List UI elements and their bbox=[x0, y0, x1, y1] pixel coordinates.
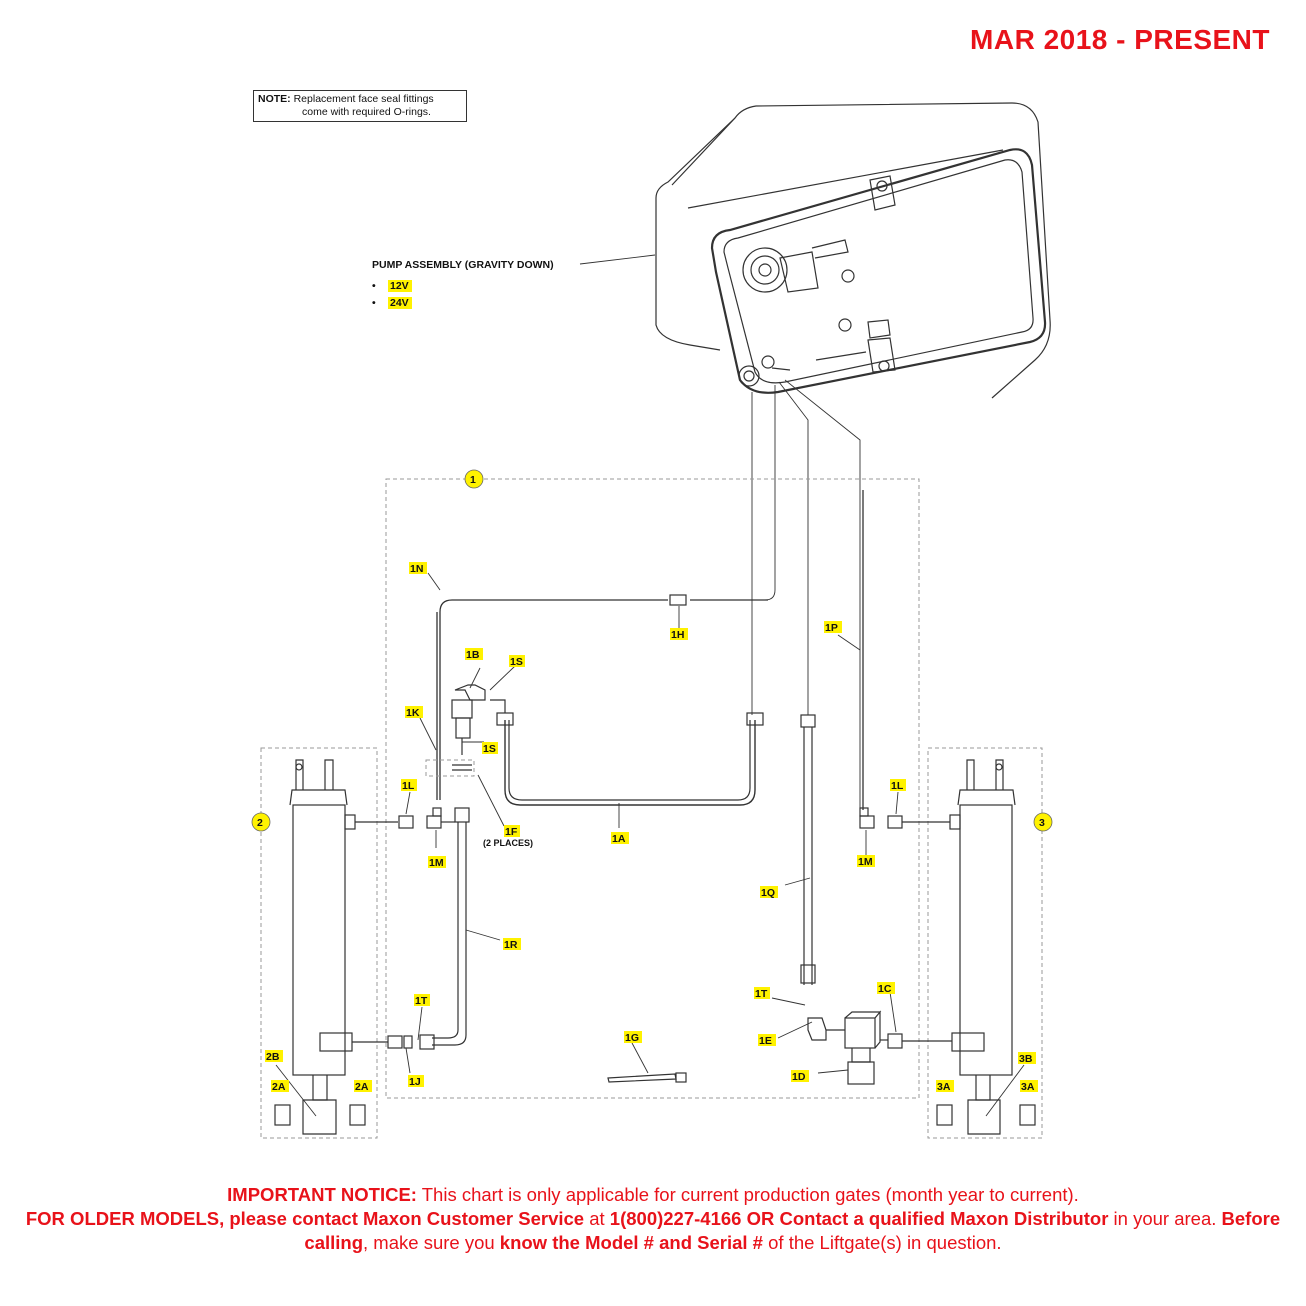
svg-text:2A: 2A bbox=[355, 1081, 369, 1093]
svg-text:24V: 24V bbox=[390, 297, 409, 309]
svg-text:1T: 1T bbox=[755, 988, 768, 1000]
svg-text:2B: 2B bbox=[266, 1051, 280, 1063]
svg-text:1J: 1J bbox=[409, 1076, 421, 1088]
date-range-banner: MAR 2018 - PRESENT bbox=[970, 24, 1270, 55]
svg-text:1: 1 bbox=[470, 474, 476, 486]
svg-text:1F: 1F bbox=[505, 826, 518, 838]
callout-1L-right: 1L bbox=[890, 779, 906, 792]
svg-text:3B: 3B bbox=[1019, 1053, 1033, 1065]
svg-text:2A: 2A bbox=[272, 1081, 286, 1093]
kit-1-circle: 1 bbox=[464, 469, 484, 489]
svg-text:1N: 1N bbox=[410, 563, 423, 575]
callout-1M-right: 1M bbox=[857, 855, 875, 868]
notice-know-model: know the Model # and Serial # bbox=[499, 1232, 763, 1253]
callout-1L-left: 1L bbox=[401, 779, 417, 792]
callout-1B: 1B bbox=[465, 648, 483, 661]
callout-1A: 1A bbox=[611, 832, 629, 845]
notice-lead: IMPORTANT NOTICE: bbox=[227, 1184, 417, 1205]
kit-3-boundary bbox=[927, 747, 1043, 1139]
note-prefix: NOTE: bbox=[258, 93, 291, 105]
notice-text1: This chart is only applicable for curren… bbox=[416, 1184, 1079, 1205]
svg-text:2: 2 bbox=[257, 817, 263, 829]
callout-1J: 1J bbox=[408, 1075, 424, 1088]
svg-text:1E: 1E bbox=[759, 1035, 772, 1047]
callout-labels: 1N 1H 1P 1B 1S 1K 1S 1L 1F (2 PLACES) 1A… bbox=[251, 259, 1053, 1093]
svg-text:1H: 1H bbox=[671, 629, 684, 641]
notice-area: in your area. bbox=[1108, 1208, 1222, 1229]
pump-assembly-label: PUMP ASSEMBLY (GRAVITY DOWN) bbox=[372, 259, 554, 271]
callout-1F-note: (2 PLACES) bbox=[483, 838, 533, 848]
note-line2: come with required O-rings. bbox=[302, 106, 431, 118]
svg-text:1Q: 1Q bbox=[761, 887, 775, 899]
svg-text:3A: 3A bbox=[1021, 1081, 1035, 1093]
callout-2A-right: 2A bbox=[354, 1080, 372, 1093]
notice-before-calling: Before calling bbox=[304, 1208, 1281, 1253]
svg-text:12V: 12V bbox=[390, 280, 409, 292]
callout-1N: 1N bbox=[409, 562, 427, 575]
right-cylinder bbox=[936, 759, 1036, 1135]
left-cylinder bbox=[274, 759, 366, 1135]
svg-text:1S: 1S bbox=[510, 656, 523, 668]
callout-1T-left: 1T bbox=[414, 994, 430, 1007]
svg-text:1G: 1G bbox=[625, 1032, 639, 1044]
callout-3B: 3B bbox=[1018, 1052, 1036, 1065]
svg-text:1M: 1M bbox=[858, 856, 873, 868]
callout-2B: 2B bbox=[265, 1050, 283, 1063]
kit-2-boundary bbox=[260, 747, 378, 1139]
svg-text:1A: 1A bbox=[612, 833, 626, 845]
callout-1D: 1D bbox=[791, 1070, 809, 1083]
callout-1H: 1H bbox=[670, 628, 688, 641]
svg-text:1M: 1M bbox=[429, 857, 444, 869]
notice-older-models: FOR OLDER MODELS, please contact Maxon C… bbox=[25, 1208, 585, 1229]
callout-1G: 1G bbox=[624, 1031, 642, 1044]
svg-text:1C: 1C bbox=[878, 983, 892, 995]
callout-1P: 1P bbox=[824, 621, 842, 634]
callout-1K: 1K bbox=[405, 706, 423, 719]
notice-make-sure: , make sure you bbox=[363, 1232, 500, 1253]
svg-text:1D: 1D bbox=[792, 1071, 806, 1083]
callout-1S-top: 1S bbox=[509, 655, 525, 668]
callout-3A-right: 3A bbox=[1020, 1080, 1038, 1093]
kit-1-boundary bbox=[385, 478, 920, 1099]
pump-option-12v: 12V bbox=[388, 280, 412, 292]
notice-phone: 1(800)227-4166 OR Contact a qualified Ma… bbox=[609, 1208, 1109, 1229]
callout-1M-left: 1M bbox=[428, 856, 446, 869]
svg-text:1L: 1L bbox=[402, 780, 415, 792]
callout-2A-left: 2A bbox=[271, 1080, 289, 1093]
callout-1S-mid: 1S bbox=[482, 742, 498, 755]
important-notice: IMPORTANT NOTICE: This chart is only app… bbox=[0, 1183, 1306, 1255]
note-line1: Replacement face seal fittings bbox=[293, 93, 434, 105]
svg-text:1T: 1T bbox=[415, 995, 428, 1007]
svg-text:1P: 1P bbox=[825, 622, 838, 634]
svg-text:1K: 1K bbox=[406, 707, 420, 719]
callout-1E: 1E bbox=[758, 1034, 776, 1047]
svg-text:1B: 1B bbox=[466, 649, 480, 661]
callout-1T-right: 1T bbox=[754, 987, 770, 1000]
kit-3-circle: 3 bbox=[1033, 812, 1053, 832]
svg-text:1S: 1S bbox=[483, 743, 496, 755]
pump-option-24v: 24V bbox=[388, 297, 412, 309]
note-box: NOTE: Replacement face seal fittings com… bbox=[253, 90, 467, 122]
callout-3A-left: 3A bbox=[936, 1080, 954, 1093]
notice-tail: of the Liftgate(s) in question. bbox=[762, 1232, 1002, 1253]
svg-text:1R: 1R bbox=[504, 939, 518, 951]
notice-at: at bbox=[584, 1208, 610, 1229]
callout-1F: 1F bbox=[504, 825, 520, 838]
pump-assembly bbox=[655, 102, 1051, 399]
callout-1R: 1R bbox=[503, 938, 521, 951]
callout-1C: 1C bbox=[877, 982, 895, 995]
kit-2-circle: 2 bbox=[251, 812, 271, 832]
svg-text:3: 3 bbox=[1039, 817, 1045, 829]
svg-text:1L: 1L bbox=[891, 780, 904, 792]
callout-1Q: 1Q bbox=[760, 886, 778, 899]
pump-option-bullet: • bbox=[372, 280, 376, 292]
pump-option-bullet: • bbox=[372, 297, 376, 309]
svg-text:3A: 3A bbox=[937, 1081, 951, 1093]
